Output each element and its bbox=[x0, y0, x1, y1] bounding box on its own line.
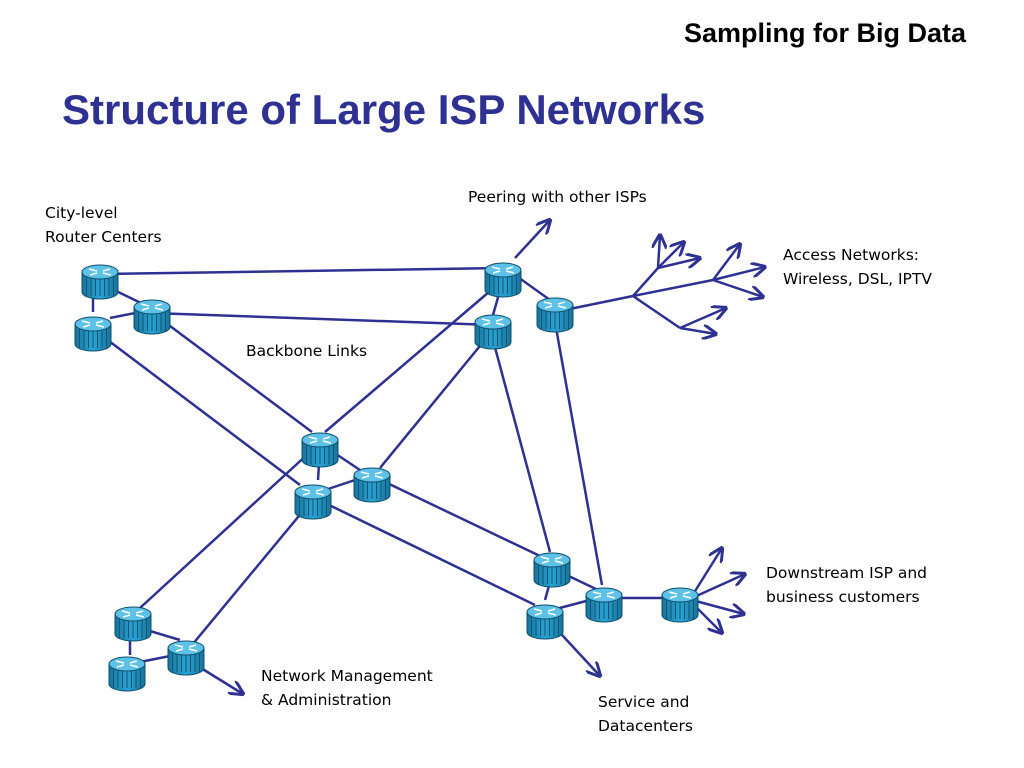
router-icon bbox=[484, 262, 522, 298]
arrow-icon bbox=[712, 267, 765, 282]
access-branch bbox=[632, 294, 681, 330]
label-peering: Peering with other ISPs bbox=[468, 188, 647, 206]
arrow-icon bbox=[658, 235, 660, 269]
label-line: Access Networks: bbox=[783, 246, 920, 264]
backbone-link bbox=[324, 478, 356, 492]
router-icon bbox=[474, 314, 512, 350]
arrow-icon bbox=[657, 242, 684, 269]
label-line: Service and bbox=[598, 693, 690, 711]
arrow-icon bbox=[712, 244, 740, 281]
label-service-datacenters: Service and Datacenters bbox=[598, 690, 693, 738]
arrow-icon bbox=[679, 308, 726, 330]
backbone-link bbox=[324, 279, 504, 433]
backbone-link bbox=[104, 337, 301, 486]
backbone-link bbox=[379, 329, 494, 469]
backbone-link bbox=[99, 266, 504, 276]
arrow-icon bbox=[691, 598, 744, 614]
backbone-links bbox=[91, 266, 670, 664]
router-icon bbox=[74, 316, 112, 352]
router-icon bbox=[526, 604, 564, 640]
label-line: business customers bbox=[766, 588, 920, 606]
router-icon bbox=[661, 587, 699, 623]
arrow-icon bbox=[657, 258, 700, 270]
backbone-link bbox=[491, 339, 552, 553]
router-icon bbox=[81, 264, 119, 300]
backbone-link bbox=[161, 318, 313, 434]
label-backbone-links: Backbone Links bbox=[246, 342, 368, 360]
label-line: Wireless, DSL, IPTV bbox=[783, 270, 932, 288]
routers bbox=[74, 262, 699, 692]
arrow-icon bbox=[514, 220, 550, 259]
router-icon bbox=[114, 606, 152, 642]
label-city-centers: City-level Router Centers bbox=[45, 201, 162, 249]
label-downstream: Downstream ISP and business customers bbox=[766, 561, 927, 609]
router-icon bbox=[108, 656, 146, 692]
router-icon bbox=[133, 299, 171, 335]
router-icon bbox=[533, 552, 571, 588]
router-icon bbox=[301, 432, 339, 468]
backbone-link bbox=[151, 311, 494, 327]
label-line: Downstream ISP and bbox=[766, 564, 928, 582]
router-icon bbox=[585, 587, 623, 623]
slide-title: Structure of Large ISP Networks bbox=[62, 86, 706, 133]
backbone-link bbox=[384, 480, 541, 558]
arrow-icon bbox=[691, 574, 745, 600]
label-network-management: Network Management & Administration bbox=[261, 664, 433, 712]
slide-header: Sampling for Big Data bbox=[683, 18, 966, 48]
backbone-link bbox=[324, 501, 536, 607]
backbone-link bbox=[191, 504, 309, 646]
arrows bbox=[187, 220, 765, 694]
router-icon bbox=[353, 467, 391, 503]
access-branch bbox=[632, 267, 659, 297]
arrow-icon bbox=[679, 328, 716, 334]
router-icon bbox=[294, 484, 332, 520]
access-trunk bbox=[632, 278, 714, 298]
label-line: City-level bbox=[45, 204, 118, 222]
router-icon bbox=[536, 297, 574, 333]
label-line: Router Centers bbox=[45, 228, 162, 246]
backbone-link bbox=[139, 451, 311, 609]
label-line: & Administration bbox=[261, 691, 392, 709]
arrow-icon bbox=[712, 278, 763, 297]
arrow-icon bbox=[690, 548, 722, 597]
label-line: Network Management bbox=[261, 667, 433, 685]
backbone-link bbox=[553, 321, 604, 586]
label-line: Datacenters bbox=[598, 717, 693, 735]
label-access-networks: Access Networks: Wireless, DSL, IPTV bbox=[783, 243, 932, 291]
router-icon bbox=[167, 640, 205, 676]
